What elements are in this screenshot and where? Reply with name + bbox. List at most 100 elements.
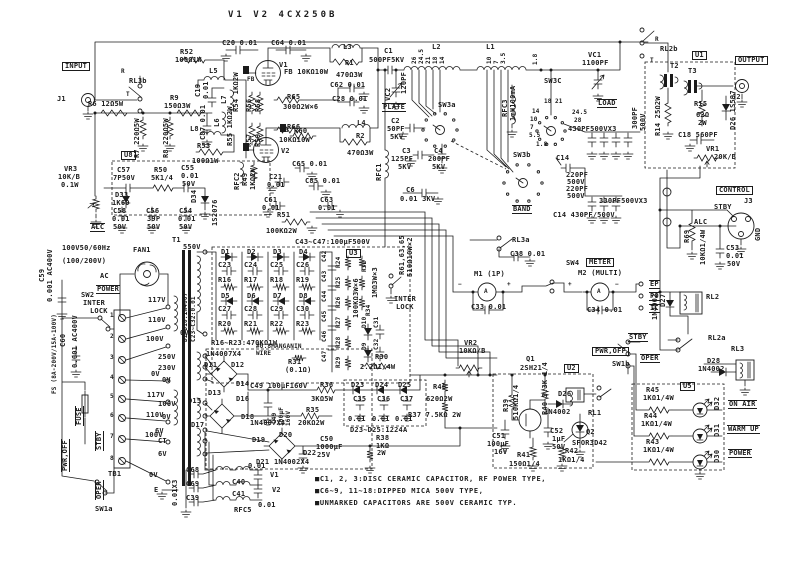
component-label: OPER (95, 480, 105, 500)
component-label: C1 (384, 47, 393, 55)
component-label: 1N4002 (544, 408, 571, 416)
component-label: 50V (147, 223, 161, 231)
component-label: + (507, 281, 511, 288)
component-label: 4 (110, 374, 114, 381)
component-label: 1N4002X4 (274, 458, 310, 466)
component-label: INPUT (62, 62, 91, 72)
component-label: 100V (145, 431, 163, 439)
component-label: R31 (288, 358, 302, 366)
component-label: R46 (433, 383, 447, 391)
component-label: R2 (356, 132, 365, 140)
component-label: RL2 (706, 293, 720, 301)
component-label: VR1 (706, 145, 720, 153)
component-label: FAN1 (133, 246, 151, 254)
component-label: − (458, 281, 462, 288)
component-label: WARM UP (727, 425, 760, 435)
component-label: 39P (147, 215, 161, 223)
component-label: C54 (179, 207, 193, 215)
component-label: POWER (728, 449, 753, 459)
component-label: 0.01X3 (171, 479, 179, 507)
component-label: R51 (277, 211, 291, 219)
component-label: D9 (361, 342, 368, 350)
component-label: 150Ω3W (164, 102, 191, 110)
component-label: 50V (727, 260, 741, 268)
component-label: U2 (564, 364, 579, 374)
component-label: 1μF (552, 435, 566, 443)
component-label: R26 (335, 296, 342, 308)
component-label: R20 (218, 320, 232, 328)
component-label: J2 (732, 93, 741, 101)
component-label: 7 (530, 124, 534, 131)
component-label: C28 (244, 305, 258, 313)
component-label: C49 100μF160V (250, 382, 308, 390)
component-label: D7 (273, 292, 282, 300)
component-label: SW1a (95, 505, 113, 513)
component-label: RL3b (129, 77, 147, 85)
component-label: R69 (683, 229, 691, 243)
component-label: D30 (713, 449, 721, 463)
component-label: U1 (692, 51, 707, 61)
component-label: U3 (346, 249, 361, 259)
component-label: R27 (335, 316, 342, 328)
component-label: C26 (296, 261, 310, 269)
component-label: R36 (320, 381, 334, 389)
component-label: STBY (628, 333, 648, 343)
schematic-title: V1 V2 4CX250B (228, 10, 338, 20)
component-label: C68 (186, 466, 200, 474)
component-label: 3KΩ5W (311, 395, 334, 403)
component-label: 0.01 (348, 415, 366, 423)
component-label: 2W (377, 449, 386, 457)
component-label: M1 (1P) (474, 270, 505, 278)
component-label: 18 (544, 98, 552, 105)
component-label: 0.01 3KV (400, 195, 436, 203)
component-label: 5KV (398, 163, 412, 171)
component-label: FB (247, 76, 255, 83)
component-label: FB 10KΩ10W (284, 68, 329, 76)
component-label: SFOR3D42 (572, 439, 608, 447)
component-label: 117V (148, 296, 166, 304)
component-label: Q1 (526, 355, 535, 363)
component-label: R58 (254, 98, 262, 112)
component-label: LOCK (396, 303, 414, 311)
component-label: VR2 (464, 339, 478, 347)
component-label: C31 (373, 316, 380, 328)
component-label: 6V (158, 450, 167, 458)
component-label: 550V (183, 243, 201, 251)
component-label: R53 (197, 142, 211, 150)
component-label: 1KΩ1/4W (643, 394, 674, 402)
component-label: EP (649, 280, 660, 290)
component-label: FS (8A-200V/15A-100V) (51, 313, 58, 394)
component-label: 14 (439, 56, 446, 64)
component-label: SW4 (566, 259, 580, 267)
component-label: C6 (406, 186, 415, 194)
component-label: D26 1S597 (729, 90, 737, 130)
component-label: 500V (567, 178, 585, 186)
component-label: D22 (303, 449, 317, 457)
component-label: #0.8MANGANIN (256, 343, 302, 350)
component-label: R34 (365, 304, 372, 316)
component-label: CONTROL (716, 186, 753, 196)
component-label: 7 (110, 433, 114, 440)
component-label: 25V (317, 451, 331, 459)
component-label: C30 (296, 305, 310, 313)
component-label: C52 (550, 427, 564, 435)
component-label: STBY (95, 431, 105, 451)
component-label: R59 (254, 133, 262, 147)
component-label: 200PF (428, 155, 451, 163)
component-label: C61 (264, 196, 278, 204)
component-label: R37 7.5KΩ 2W (408, 411, 461, 419)
component-label: T (126, 91, 130, 98)
component-label: D25 (398, 381, 412, 389)
component-label: 510KΩ1/4 (512, 384, 520, 420)
component-label: C42 (321, 250, 328, 262)
component-label: R29 (335, 356, 342, 368)
component-label: R56 (245, 98, 253, 112)
component-label: 1mH100mA (509, 85, 517, 121)
component-label: VC2 (384, 87, 392, 101)
component-label: SW3b (513, 151, 531, 159)
component-label: PLATE (382, 103, 407, 113)
component-label: ON AIR (728, 400, 757, 410)
component-label: R (655, 36, 659, 43)
component-label: 1.8 (536, 141, 548, 148)
component-label: RL1 (588, 409, 602, 417)
